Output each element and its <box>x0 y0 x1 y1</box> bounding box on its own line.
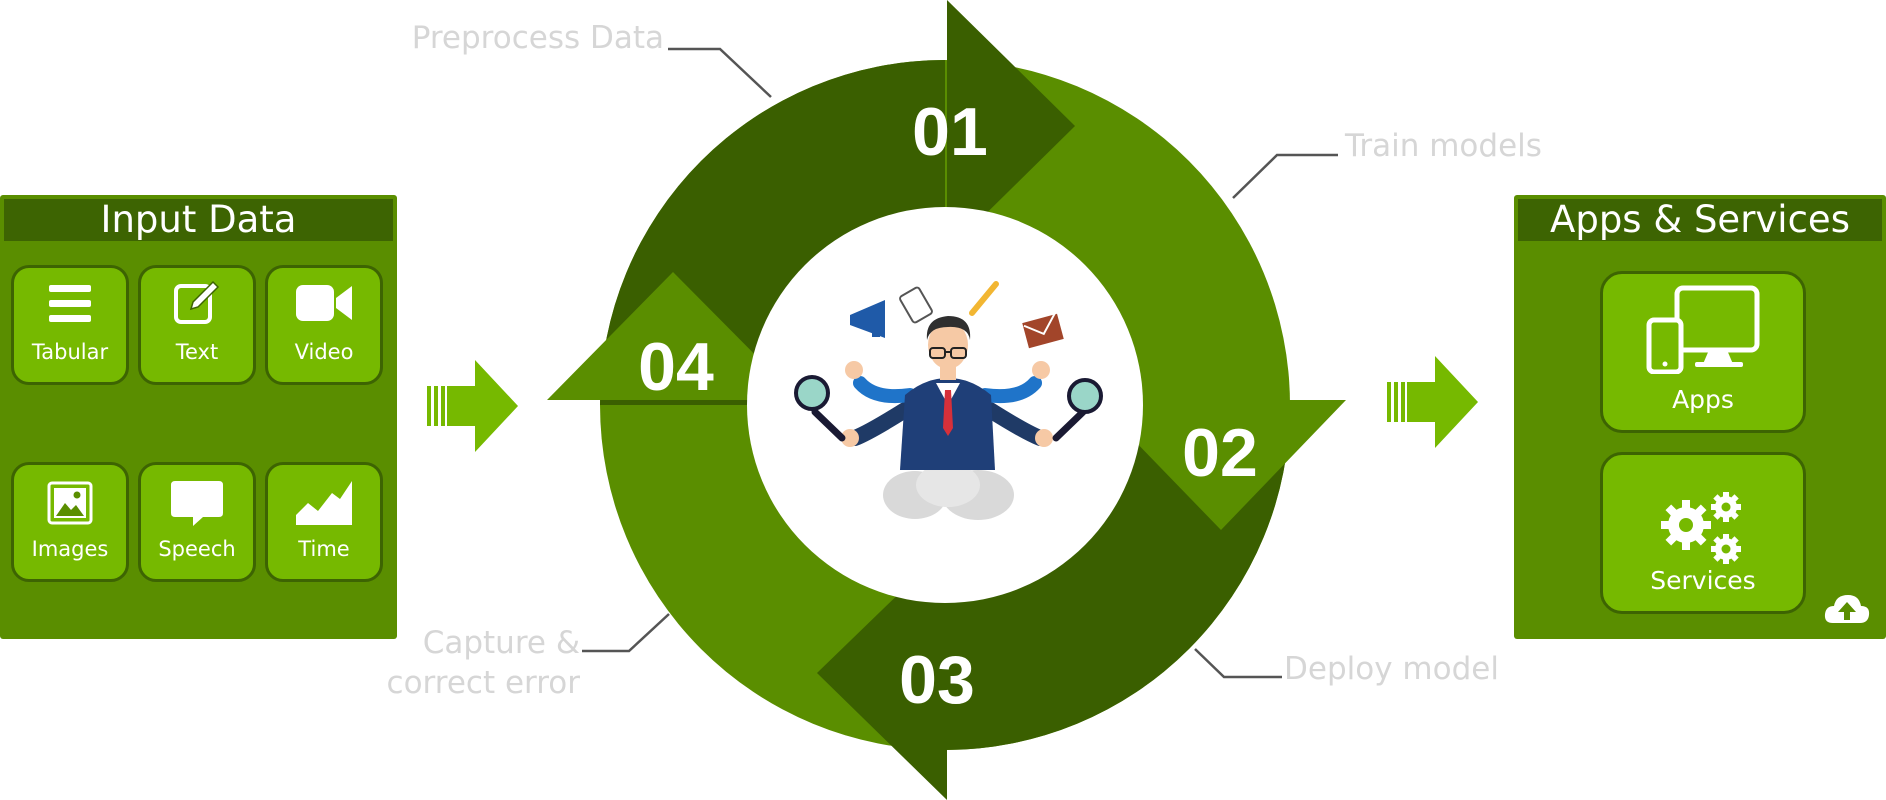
time-series-icon <box>296 481 352 525</box>
tile-label: Services <box>1650 566 1756 595</box>
leader-line-02 <box>1232 153 1338 199</box>
video-camera-icon <box>296 285 352 321</box>
tile-label: Video <box>294 340 354 364</box>
leader-line-04 <box>582 613 670 653</box>
gears-icon <box>1661 492 1741 564</box>
step-number-03: 03 <box>899 642 975 718</box>
tile-time[interactable]: Time <box>265 462 383 582</box>
arrowhead-01 <box>947 0 1075 252</box>
step-label-03: Deploy model <box>1284 651 1499 687</box>
speech-bubble-icon <box>171 481 223 526</box>
tile-tabular[interactable]: Tabular <box>11 265 129 385</box>
step-label-04: Capture & correct error <box>386 625 580 701</box>
apps-services-panel: Apps & Services Apps <box>1514 195 1886 639</box>
input-data-title: Input Data <box>4 199 393 241</box>
step-number-02: 02 <box>1182 415 1258 491</box>
tile-label: Tabular <box>31 340 109 364</box>
tile-label: Images <box>31 537 109 561</box>
devices-icon <box>1646 285 1760 374</box>
step-number-01: 01 <box>912 94 988 170</box>
multitasking-person-illustration <box>794 281 1103 520</box>
step-label-01: Preprocess Data <box>411 20 664 56</box>
tile-label: Apps <box>1672 385 1734 414</box>
apps-services-title: Apps & Services <box>1518 199 1882 241</box>
input-data-panel: Input Data Tabular Text Video Images <box>0 195 397 639</box>
tile-label: Speech <box>158 537 236 561</box>
cloud-upload-icon <box>1824 595 1870 623</box>
leader-line-03 <box>1194 648 1282 679</box>
tile-images[interactable]: Images <box>11 462 129 582</box>
flow-arrow-out-icon <box>1387 356 1478 448</box>
arrowhead-04 <box>547 272 800 400</box>
text-edit-icon <box>174 280 220 324</box>
tile-label: Text <box>175 340 219 364</box>
tile-video[interactable]: Video <box>265 265 383 385</box>
leader-line-01 <box>668 47 772 98</box>
tile-apps[interactable]: Apps <box>1600 271 1806 433</box>
tile-label: Time <box>298 537 350 561</box>
tile-text[interactable]: Text <box>138 265 256 385</box>
flow-arrow-in-icon <box>427 360 518 452</box>
arrowhead-03 <box>817 547 947 800</box>
step-number-04: 04 <box>638 329 714 405</box>
image-icon <box>47 481 93 525</box>
tabular-icon <box>49 285 91 322</box>
arrowhead-02 <box>1095 400 1346 530</box>
tile-speech[interactable]: Speech <box>138 462 256 582</box>
tile-services[interactable]: Services <box>1600 452 1806 614</box>
step-label-02: Train models <box>1345 128 1542 164</box>
